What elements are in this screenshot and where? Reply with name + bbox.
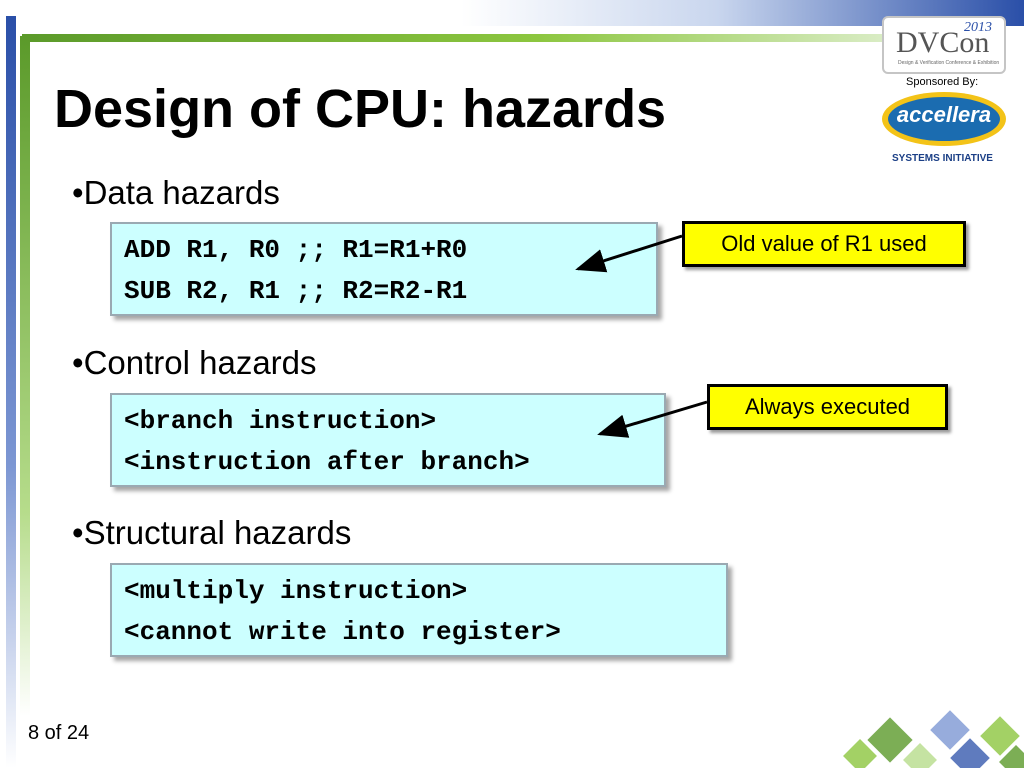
bullet-text: Data hazards bbox=[83, 174, 280, 211]
decorative-squares bbox=[843, 710, 1024, 768]
code-line: SUB R2, R1 ;; R2=R2-R1 bbox=[124, 276, 468, 306]
top-blue-decoration-bar bbox=[0, 0, 1024, 26]
sponsored-by-label: Sponsored By: bbox=[906, 76, 979, 88]
dvcon-logo-text: DVCon bbox=[896, 26, 990, 59]
left-green-decoration-bar bbox=[20, 36, 30, 716]
accellera-logo: accellera bbox=[882, 92, 1006, 150]
bullet-control-hazards: •Control hazards bbox=[72, 344, 317, 382]
accellera-subtitle: SYSTEMS INITIATIVE bbox=[892, 153, 993, 164]
accellera-logo-fill bbox=[888, 97, 1000, 141]
bullet-text: Control hazards bbox=[83, 344, 317, 381]
code-line: <multiply instruction> bbox=[124, 576, 468, 606]
callout-old-value: Old value of R1 used bbox=[682, 221, 966, 267]
code-line: ADD R1, R0 ;; R1=R1+R0 bbox=[124, 235, 468, 265]
code-box-data-hazards: ADD R1, R0 ;; R1=R1+R0 SUB R2, R1 ;; R2=… bbox=[110, 222, 658, 316]
bullet-data-hazards: •Data hazards bbox=[72, 174, 280, 212]
dvcon-logo: DVCon 2013 Design & Verification Confere… bbox=[882, 16, 1006, 74]
bullet-text: Structural hazards bbox=[83, 514, 352, 551]
bullet-dot: • bbox=[72, 344, 84, 381]
bullet-structural-hazards: •Structural hazards bbox=[72, 514, 351, 552]
accellera-logo-text: accellera bbox=[896, 102, 992, 127]
dvcon-logo-tagline: Design & Verification Conference & Exhib… bbox=[898, 60, 1000, 66]
callout-always-executed: Always executed bbox=[707, 384, 948, 430]
slide-title: Design of CPU: hazards bbox=[54, 79, 667, 139]
bullet-dot: • bbox=[72, 174, 84, 211]
top-green-decoration-bar bbox=[22, 34, 882, 42]
code-line: <branch instruction> bbox=[124, 406, 437, 436]
page-number: 8 of 24 bbox=[28, 722, 90, 744]
dvcon-logo-year: 2013 bbox=[964, 20, 992, 35]
bullet-dot: • bbox=[72, 514, 84, 551]
code-box-control-hazards: <branch instruction> <instruction after … bbox=[110, 393, 666, 487]
code-line: <instruction after branch> bbox=[124, 447, 530, 477]
code-box-structural-hazards: <multiply instruction> <cannot write int… bbox=[110, 563, 728, 657]
left-blue-decoration-bar bbox=[6, 16, 16, 768]
code-line: <cannot write into register> bbox=[124, 617, 561, 647]
